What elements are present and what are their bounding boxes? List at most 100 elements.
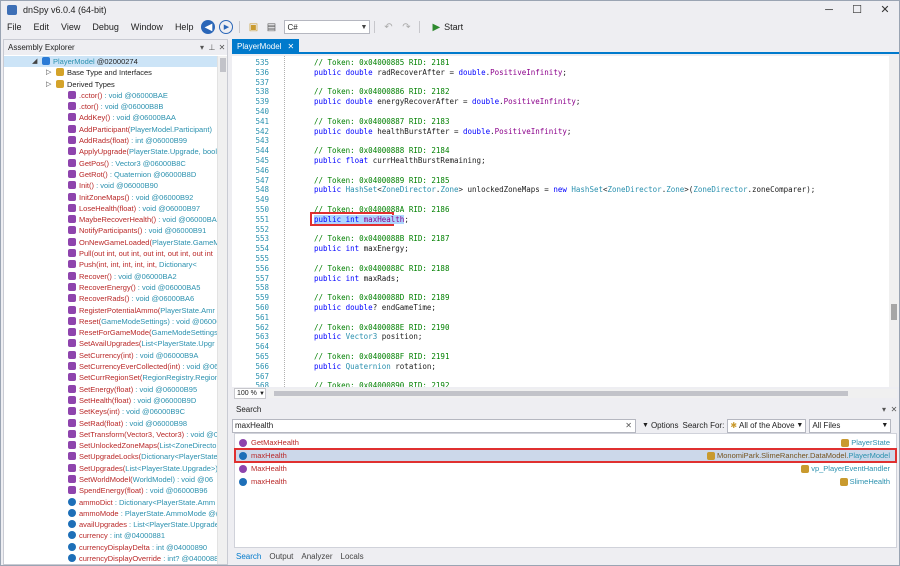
collapsed-triangle-icon[interactable]: ▷	[46, 80, 52, 88]
tree-method-node[interactable]: SetCurrency(int) : void @06000B9A	[4, 350, 217, 361]
tree-method-node[interactable]: OnNewGameLoaded(PlayerState.GameM	[4, 237, 217, 248]
tree-method-node[interactable]: GetRot() : Quaternion @06000B8D	[4, 169, 217, 180]
tree-type-node[interactable]: ◢PlayerModel @02000274	[4, 56, 217, 68]
tree-method-node[interactable]: Recover() : void @06000BA2	[4, 271, 217, 282]
pin-icon[interactable]: ⊥	[208, 43, 216, 52]
tab-analyzer[interactable]: Analyzer	[301, 551, 333, 561]
tree-method-node[interactable]: Pull(out int, out int, out int, out int,…	[4, 248, 217, 259]
tree-method-node[interactable]: InitZoneMaps() : void @06000B92	[4, 192, 217, 203]
code-line: // Token: 0x0400088C RID: 2188	[314, 264, 449, 274]
tree-method-node[interactable]: SetEnergy(float) : void @06000B95	[4, 384, 217, 395]
tree-method-node[interactable]: RecoverEnergy() : void @06000BA5	[4, 282, 217, 293]
tree-method-node[interactable]: SetCurrRegionSet(RegionRegistry.Region	[4, 372, 217, 383]
expanded-triangle-icon[interactable]: ◢	[32, 58, 38, 65]
tree-method-node[interactable]: SetUpgrades(List<PlayerState.Upgrade>)	[4, 463, 217, 474]
method-icon	[68, 282, 76, 291]
menu-edit[interactable]: Edit	[33, 22, 50, 32]
chevron-down-icon: ▼	[642, 422, 649, 429]
tab-playermodel[interactable]: PlayerModel✕	[232, 39, 300, 54]
scope-select[interactable]: All Files▼	[809, 418, 892, 433]
menu-window[interactable]: Window	[130, 22, 163, 32]
tab-search[interactable]: Search	[236, 551, 262, 561]
tree-method-node[interactable]: Init() : void @06000B90	[4, 180, 217, 191]
options-button[interactable]: ▼Options	[640, 421, 679, 430]
tree-method-node[interactable]: SetAvailUpgrades(List<PlayerState.Upgr	[4, 338, 217, 349]
tree-method-node[interactable]: SetTransform(Vector3, Vector3) : void @0…	[4, 429, 217, 440]
menu-file[interactable]: File	[7, 22, 22, 32]
collapsed-triangle-icon[interactable]: ▷	[46, 69, 52, 77]
undo-icon[interactable]: ↶	[384, 21, 393, 33]
tree-method-node[interactable]: SetUpgradeLocks(Dictionary<PlayerState	[4, 451, 217, 462]
tree-field-node[interactable]: currency : int @04000881	[4, 530, 217, 541]
language-select[interactable]: C#▼	[284, 20, 371, 34]
tree-method-node[interactable]: RecoverRads() : void @06000BA6	[4, 293, 217, 304]
tree-folder-node[interactable]: ▷Base Type and Interfaces	[4, 67, 217, 78]
tree-method-node[interactable]: RegisterPotentialAmmo(PlayerState.Amr	[4, 305, 217, 316]
tree-scrollbar[interactable]	[217, 56, 227, 564]
tree-method-node[interactable]: GetPos() : Vector3 @06000B8C	[4, 158, 217, 169]
tree-method-node[interactable]: AddRads(float) : int @06000B99	[4, 135, 217, 146]
maximize-button[interactable]: ☐	[852, 4, 862, 16]
scrollbar-thumb[interactable]	[220, 58, 226, 72]
close-panel-icon[interactable]: ✕	[890, 404, 898, 414]
tree-method-node[interactable]: SetCurrencyEverCollected(int) : void @06	[4, 361, 217, 372]
start-debug-button[interactable]: ▶Start	[432, 22, 463, 33]
panel-menu-icon[interactable]: ▾	[881, 404, 886, 414]
scrollbar-thumb[interactable]	[274, 391, 848, 396]
tree-method-node[interactable]: SetRad(float) : void @06000B98	[4, 418, 217, 429]
tree-method-node[interactable]: LoseHealth(float) : void @06000B97	[4, 203, 217, 214]
clear-search-icon[interactable]: ✕	[625, 421, 632, 430]
editor-scrollbar[interactable]	[889, 56, 899, 387]
tab-locals[interactable]: Locals	[340, 551, 364, 561]
tab-output[interactable]: Output	[269, 551, 294, 561]
tree-method-node[interactable]: SetWorldModel(WorldModel) : void @06	[4, 474, 217, 485]
tree-field-node[interactable]: ammoDict : Dictionary<PlayerState.Amm	[4, 497, 217, 508]
horizontal-scrollbar[interactable]	[268, 389, 897, 398]
tree-method-node[interactable]: SetHealth(float) : void @06000B9D	[4, 395, 217, 406]
tree-method-node[interactable]: AddKey() : void @06000BAA	[4, 112, 217, 123]
search-input[interactable]: maxHealth✕	[232, 418, 636, 433]
tree-method-node[interactable]: ResetForGameMode(GameModeSettings	[4, 327, 217, 338]
tree-field-node[interactable]: currencyDisplayOverride : int? @0400088	[4, 553, 217, 564]
navigate-forward-icon[interactable]: ▶	[219, 20, 234, 34]
tree-method-node[interactable]: MaybeRecoverHealth() : void @06000BA3	[4, 214, 217, 225]
tree-method-node[interactable]: NotifyParticipants() : void @06000B91	[4, 225, 217, 236]
tree-method-node[interactable]: Reset(GameModeSettings) : void @0600C	[4, 316, 217, 327]
panel-menu-icon[interactable]: ▾	[199, 43, 204, 52]
close-tab-icon[interactable]: ✕	[287, 42, 295, 51]
tree-method-node[interactable]: SpendEnergy(float) : void @06000B96	[4, 485, 217, 496]
menu-view[interactable]: View	[61, 22, 81, 32]
code-token: public	[314, 156, 346, 165]
zoom-select[interactable]: 100 %▼	[234, 388, 266, 399]
line-number: 562	[255, 322, 269, 332]
scrollbar-thumb[interactable]	[891, 304, 897, 320]
tree-field-node[interactable]: availUpgrades : List<PlayerState.Upgrade	[4, 519, 217, 530]
save-icon[interactable]: ▤	[266, 21, 277, 33]
menu-debug[interactable]: Debug	[92, 22, 119, 32]
minimize-button[interactable]: ─	[825, 4, 833, 16]
tree-method-node[interactable]: SetUnlockedZoneMaps(List<ZoneDirecto	[4, 440, 217, 451]
navigate-back-icon[interactable]: ◀	[201, 20, 216, 34]
tree-method-node[interactable]: AddParticipant(PlayerModel.Participant)	[4, 124, 217, 135]
tree-method-node[interactable]: SetKeys(int) : void @06000B9C	[4, 406, 217, 417]
method-icon	[68, 407, 76, 416]
menu-help[interactable]: Help	[174, 22, 194, 32]
tree-field-node[interactable]: currencyDisplayDelta : int @04000890	[4, 542, 217, 553]
tree-method-node[interactable]: Push(int, int, int, int, int, Dictionary…	[4, 259, 217, 270]
tree-method-node[interactable]: .cctor() : void @06000BAE	[4, 90, 217, 101]
close-panel-icon[interactable]: ✕	[218, 43, 226, 52]
tree-method-node[interactable]: .ctor() : void @06000B8B	[4, 101, 217, 112]
open-file-icon[interactable]: ▣	[248, 21, 259, 33]
redo-icon[interactable]: ↷	[402, 21, 411, 33]
search-for-select[interactable]: ✱All of the Above▼	[727, 418, 807, 433]
tree-field-node[interactable]: ammoMode : PlayerState.AmmoMode @(	[4, 508, 217, 519]
tree-folder-node[interactable]: ▷Derived Types	[4, 79, 217, 90]
tree-method-node[interactable]: ApplyUpgrade(PlayerState.Upgrade, bool	[4, 146, 217, 157]
close-window-button[interactable]: ✕	[880, 4, 890, 16]
